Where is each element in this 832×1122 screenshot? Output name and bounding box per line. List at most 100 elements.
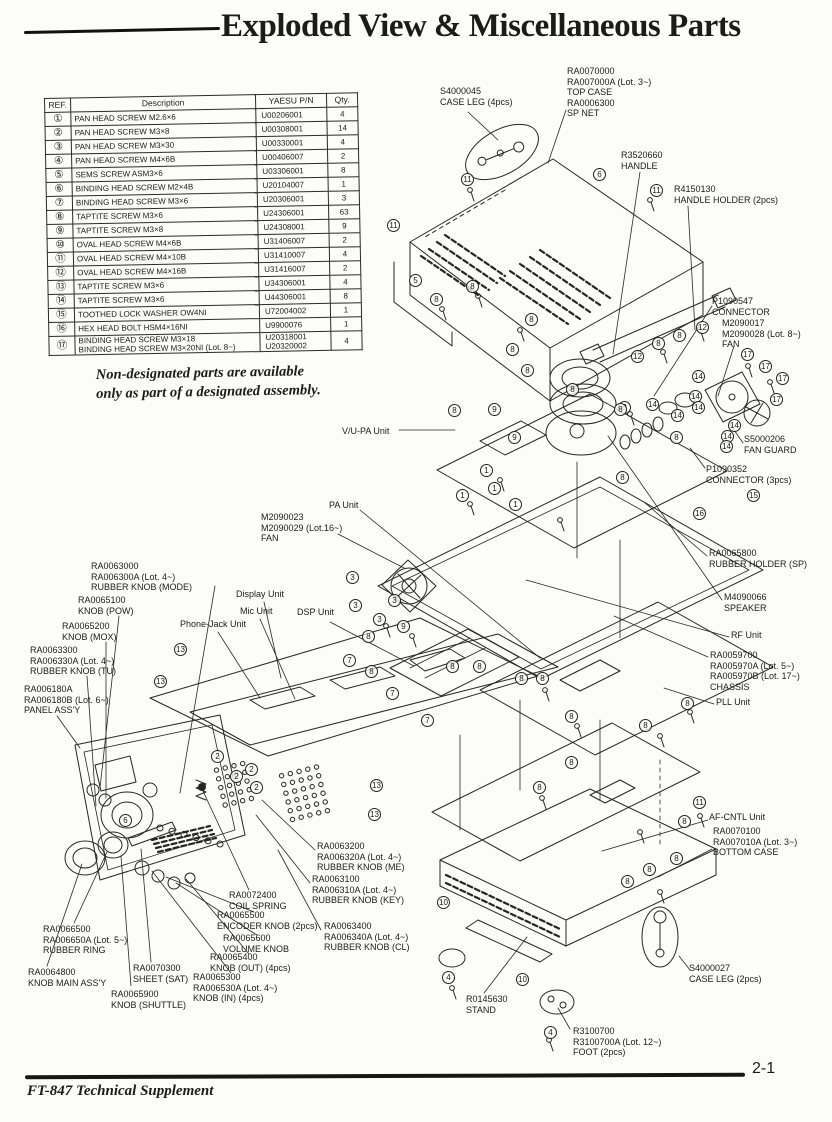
document-title: FT-847 Technical Supplement	[27, 1083, 214, 1099]
screw-callout-8: 8	[521, 364, 534, 377]
screw-callout-10: 10	[516, 973, 529, 986]
pll-unit-drawing	[479, 601, 774, 756]
screw-callout-13: 13	[154, 675, 167, 688]
screw-callout-6: 6	[119, 814, 132, 827]
screw-callout-2: 2	[245, 763, 258, 776]
screw-callout-8: 8	[430, 293, 443, 306]
handle-drawing	[579, 287, 737, 365]
mid-frame-drawing	[189, 633, 559, 746]
screw-callout-8: 8	[525, 313, 538, 326]
screw-callout-8: 8	[533, 781, 546, 794]
screw-callout-8: 8	[673, 329, 686, 342]
screw-callout-7: 7	[386, 687, 399, 700]
screw-callout-17: 17	[759, 360, 772, 373]
screw-callout-11: 11	[650, 184, 663, 197]
leader-lines	[46, 109, 744, 1030]
screw-callout-4: 4	[544, 1026, 557, 1039]
screw-callout-8: 8	[678, 815, 691, 828]
screw-callout-13: 13	[368, 808, 381, 821]
page-number: 2-1	[752, 1060, 776, 1077]
screw-callout-8: 8	[670, 852, 683, 865]
front-panel-drawing	[64, 617, 539, 890]
screw-callout-8: 8	[365, 665, 378, 678]
screw-callout-13: 13	[174, 643, 187, 656]
screw-callout-17: 17	[770, 393, 783, 406]
case-leg-bottom-drawing	[641, 906, 679, 968]
screw-callout-8: 8	[466, 280, 479, 293]
screw-callout-1: 1	[456, 489, 469, 502]
screw-callout-11: 11	[461, 173, 474, 186]
page-title: Exploded View & Miscellaneous Parts	[221, 8, 741, 44]
part-label-af-cntl-unit: AF-CNTL Unit	[709, 812, 766, 822]
screw-callout-8: 8	[506, 343, 519, 356]
screw-callout-7: 7	[343, 654, 356, 667]
panel-detail-dots	[150, 760, 331, 854]
screw-callout-8: 8	[515, 672, 528, 685]
screw-callout-3: 3	[373, 613, 386, 626]
screw-callout-3: 3	[388, 594, 401, 607]
speaker-drawing	[545, 358, 617, 456]
part-label-rf-unit: RF Unit	[731, 630, 762, 640]
screw-callout-8: 8	[639, 719, 652, 732]
screw-callout-1: 1	[509, 498, 522, 511]
screw-callout-8: 8	[681, 697, 694, 710]
vu-pa-unit-drawing	[436, 393, 728, 549]
screw-callout-8: 8	[536, 672, 549, 685]
screw-callout-1: 1	[488, 482, 501, 495]
screw-callout-6: 6	[593, 168, 606, 181]
alignment-lines	[459, 461, 661, 849]
screw-callout-11: 11	[693, 796, 706, 809]
screw-callout-2: 2	[211, 750, 224, 763]
screw-callout-17: 17	[776, 372, 789, 385]
part-label-dsp-unit: DSP Unit	[297, 607, 334, 617]
part-label-phone-jack-unit: Phone-Jack Unit	[180, 619, 247, 629]
screw-callout-14: 14	[692, 370, 705, 383]
screw-callout-3: 3	[349, 599, 362, 612]
screw-callout-16: 16	[693, 507, 706, 520]
chassis-drawing	[377, 476, 764, 680]
part-label-pa-unit: PA Unit	[329, 500, 359, 510]
screw-callout-2: 2	[230, 770, 243, 783]
screw-callout-8: 8	[566, 383, 579, 396]
screw-callout-8: 8	[670, 431, 683, 444]
part-label-display-unit: Display Unit	[236, 589, 285, 599]
screw-callout-12: 12	[631, 350, 644, 363]
screw-callout-3: 3	[346, 571, 359, 584]
stand-drawing	[438, 919, 575, 1015]
part-label-mic-unit: Mic Unit	[240, 606, 273, 616]
screw-callout-9: 9	[397, 620, 410, 633]
screw-callout-15: 15	[747, 489, 760, 502]
screw-callout-14: 14	[692, 401, 705, 414]
screw-callout-2: 2	[250, 781, 263, 794]
